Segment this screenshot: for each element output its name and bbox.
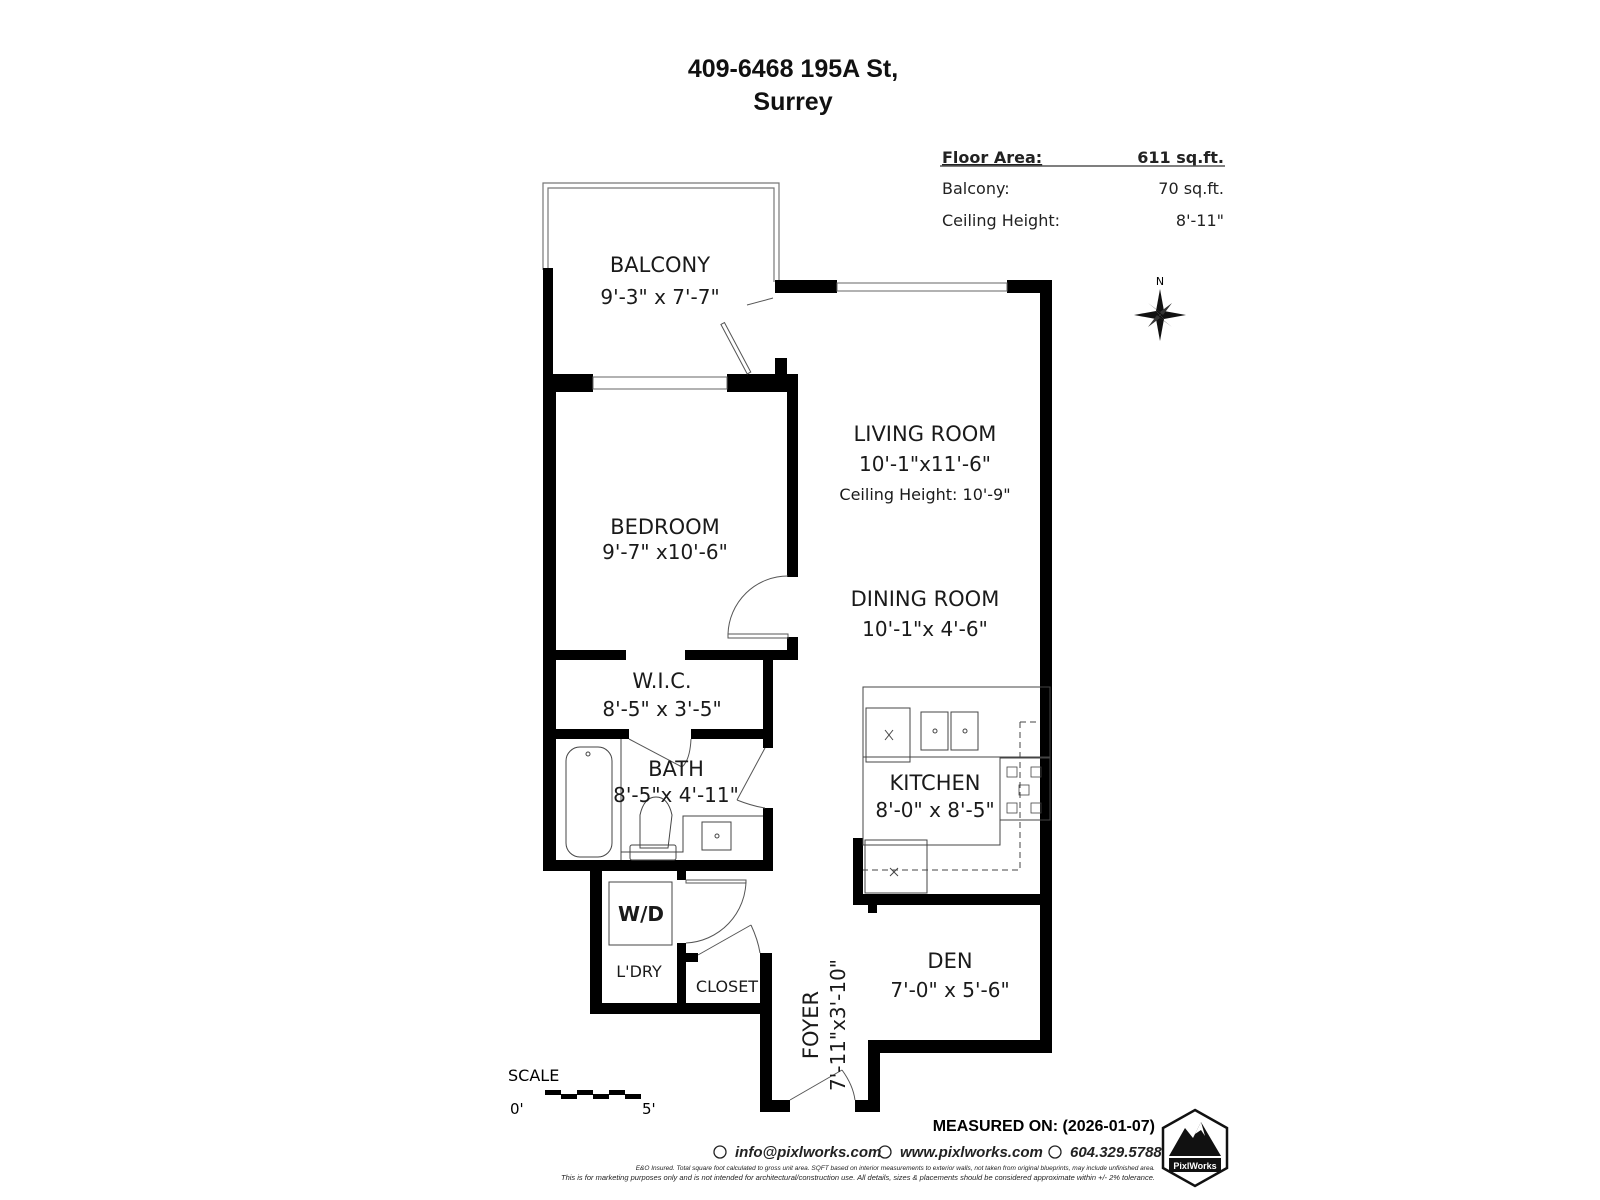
walls — [543, 268, 1052, 1112]
globe-icon — [878, 1145, 892, 1159]
den-label: DEN — [927, 949, 972, 973]
contact-line: info@pixlworks.com www.pixlworks.com 604… — [713, 1144, 1162, 1161]
floor-area-label: Floor Area: — [942, 148, 1042, 167]
pixlworks-logo: PixlWorks — [1161, 1108, 1229, 1188]
fixtures — [565, 686, 1051, 946]
bedroom-label: BEDROOM — [610, 515, 720, 539]
floor-area-value: 611 sq.ft. — [1137, 148, 1224, 167]
entry-door — [789, 1069, 856, 1101]
bedroom-window — [592, 376, 728, 390]
fridge-icon — [865, 707, 911, 763]
stove-icon — [999, 757, 1051, 821]
kitchen-dims: 8'-0" x 8'-5" — [875, 798, 994, 822]
balcony-dims: 9'-3" x 7'-7" — [600, 285, 719, 309]
dishwasher-icon — [864, 839, 928, 894]
area-summary: Floor Area: 611 sq.ft. Balcony: 70 sq.ft… — [940, 148, 1225, 230]
den-dims: 7'-0" x 5'-6" — [890, 978, 1009, 1002]
wic-door — [628, 738, 692, 768]
bath-sink-icon — [701, 821, 732, 851]
bedroom-door — [727, 575, 789, 639]
compass-icon: N — [1134, 275, 1186, 341]
bathtub-icon — [565, 746, 613, 858]
windows — [592, 282, 1008, 390]
living-room-window — [836, 282, 1008, 292]
phone-number: 604.329.5788 — [1070, 1144, 1162, 1161]
measured-on: MEASURED ON: (2026-01-07) — [933, 1118, 1155, 1135]
ceiling-height-label: Ceiling Height: — [942, 211, 1060, 230]
balcony-door — [720, 297, 774, 375]
website-link[interactable]: www.pixlworks.com — [900, 1144, 1043, 1161]
laundry-door — [685, 879, 747, 944]
washer-dryer-label: W/D — [618, 902, 664, 926]
email-link[interactable]: info@pixlworks.com — [735, 1144, 881, 1161]
address-line-2: Surrey — [753, 88, 832, 116]
phone-icon — [1048, 1145, 1062, 1159]
svg-text:PixlWorks: PixlWorks — [1173, 1161, 1216, 1171]
kitchen-label: KITCHEN — [890, 771, 981, 795]
closet-label: CLOSET — [696, 977, 758, 996]
bath-door — [736, 747, 766, 809]
bedroom-dims: 9'-7" x10'-6" — [602, 540, 728, 564]
living-room-dims: 10'-1"x11'-6" — [859, 452, 991, 476]
laundry-label: L'DRY — [616, 962, 662, 981]
living-room-ceiling: Ceiling Height: 10'-9" — [839, 485, 1010, 504]
balcony-label: BALCONY — [610, 253, 710, 277]
scale-label: SCALE — [508, 1066, 559, 1085]
wic-label: W.I.C. — [632, 669, 691, 693]
disclaimer-1: E&O Insured. Total square foot calculate… — [636, 1165, 1155, 1172]
disclaimer-2: This is for marketing purposes only and … — [561, 1173, 1155, 1182]
living-room-label: LIVING ROOM — [854, 422, 997, 446]
closet-door — [697, 924, 761, 956]
kitchen-sink-left-icon — [920, 711, 949, 751]
foyer-dims: 7'-11"x3'-10" — [826, 959, 850, 1091]
dining-room-label: DINING ROOM — [851, 587, 1000, 611]
scale-bar: SCALE 0' 5' — [508, 1066, 656, 1118]
balcony-railing — [542, 182, 780, 282]
ceiling-height-value: 8'-11" — [1176, 211, 1224, 230]
dining-room-dims: 10'-1"x 4'-6" — [862, 617, 988, 641]
doors — [628, 297, 856, 1101]
wic-dims: 8'-5" x 3'-5" — [602, 697, 721, 721]
kitchen-sink-right-icon — [950, 711, 979, 751]
balcony-area-label: Balcony: — [942, 179, 1010, 198]
email-icon — [713, 1145, 727, 1159]
foyer-label: FOYER — [799, 991, 823, 1059]
bath-label: BATH — [648, 757, 704, 781]
washer-dryer-box — [608, 881, 673, 946]
tub-drain-icon — [585, 751, 591, 757]
address-line-1: 409-6468 195A St, — [688, 55, 898, 83]
balcony-area-value: 70 sq.ft. — [1158, 179, 1224, 198]
scale-end: 5' — [642, 1100, 656, 1118]
bath-dims: 8'-5"x 4'-11" — [613, 783, 739, 807]
north-label: N — [1156, 275, 1164, 288]
scale-start: 0' — [510, 1100, 524, 1118]
toilet-icon — [639, 796, 673, 849]
